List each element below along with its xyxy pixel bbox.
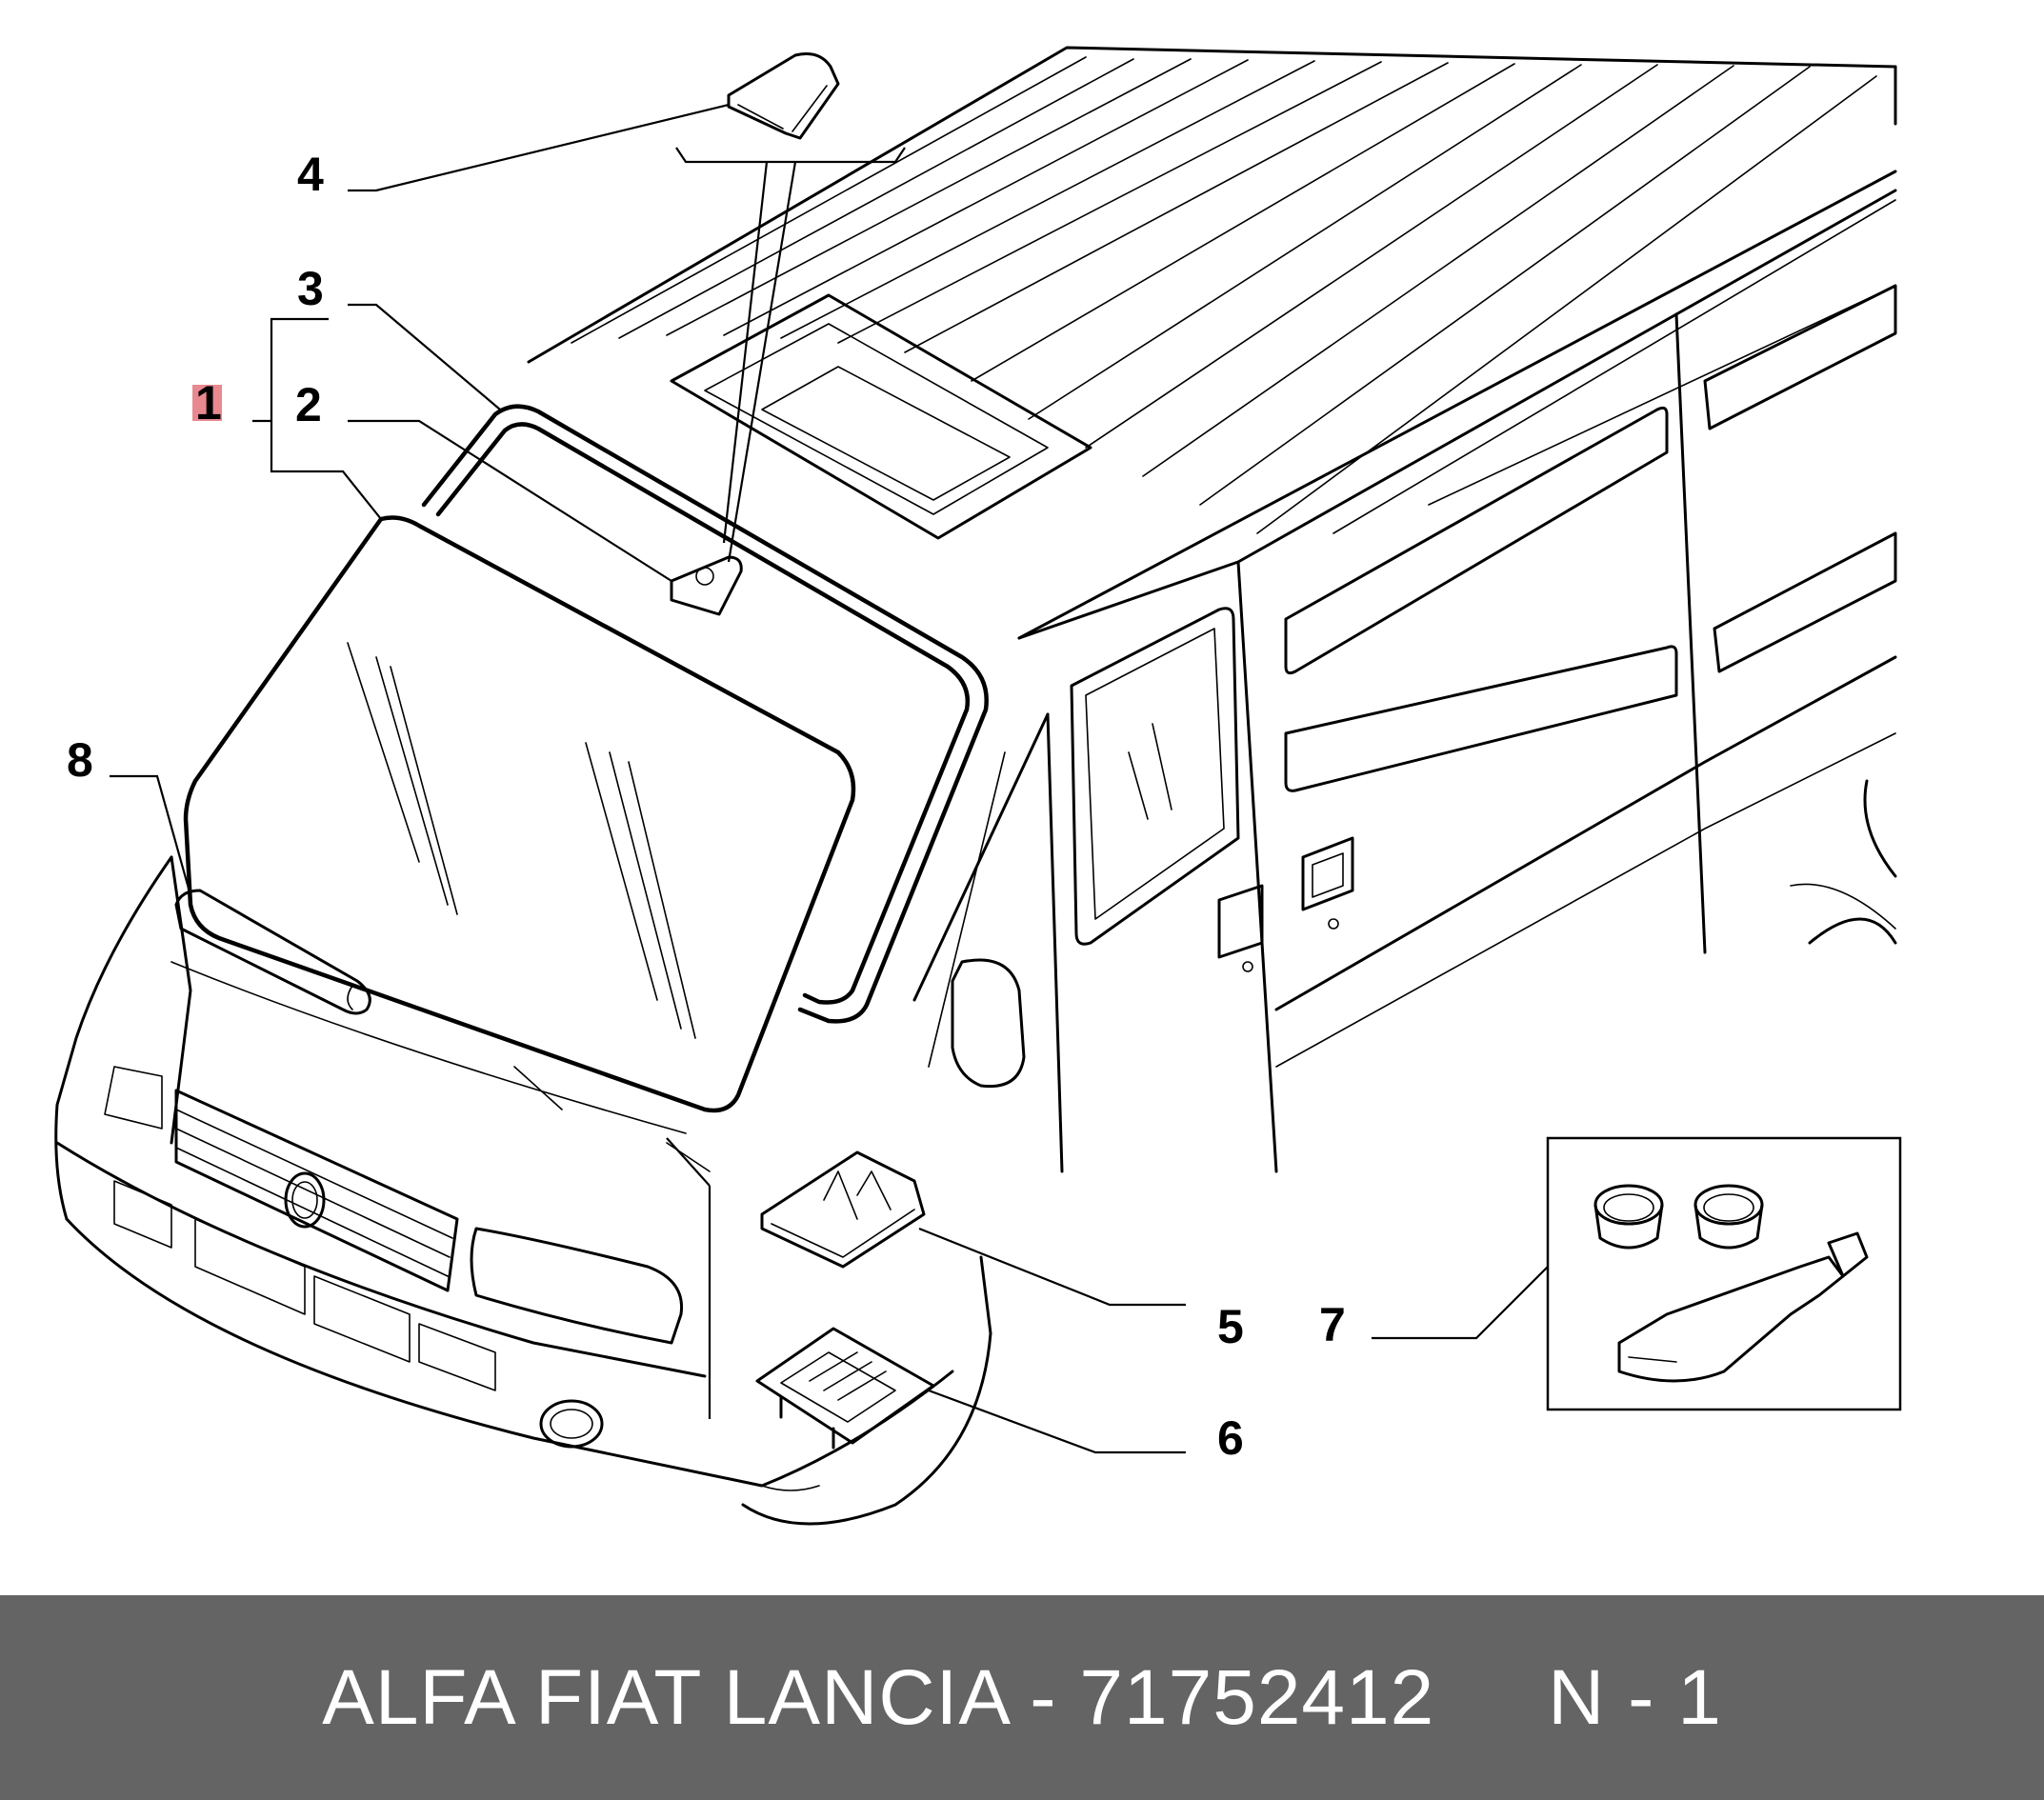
callout-5: 5	[1217, 1300, 1244, 1353]
windshield-seal	[421, 404, 989, 1024]
callout-7: 7	[1319, 1298, 1346, 1351]
callout-6: 6	[1217, 1411, 1244, 1465]
windshield	[183, 515, 856, 1113]
callout-labels: 1 2 3 4 5 6 7 8	[67, 148, 1346, 1465]
footer-part-number: 71752412	[1079, 1653, 1435, 1741]
callout-8: 8	[67, 733, 93, 787]
bracket-5	[760, 1150, 926, 1269]
parts-diagram: 1 2 3 4 5 6 7 8	[54, 46, 1902, 1526]
van-body	[912, 189, 1897, 1173]
callout-4: 4	[297, 148, 324, 201]
mirror-base	[670, 555, 743, 616]
footer-brand: ALFA FIAT LANCIA	[322, 1653, 1008, 1741]
clip-6	[755, 1327, 935, 1450]
sensor-cover	[727, 52, 840, 140]
footer-separator: -	[1030, 1653, 1057, 1741]
callout-1-highlight	[192, 385, 222, 421]
footer-text: ALFA FIAT LANCIA - 71752412 N - 1	[322, 1653, 1722, 1743]
van-roof	[527, 46, 1897, 640]
footer-bar: ALFA FIAT LANCIA - 71752412 N - 1	[0, 1595, 2044, 1800]
van-front	[54, 855, 992, 1526]
kit-box	[1546, 1136, 1902, 1411]
callout-2: 2	[295, 378, 322, 431]
footer-code: N - 1	[1548, 1653, 1722, 1741]
callout-3: 3	[297, 262, 324, 315]
callout-1: 1	[195, 376, 222, 430]
cowl-trim	[174, 889, 371, 1015]
leader-lines	[110, 103, 1549, 1454]
